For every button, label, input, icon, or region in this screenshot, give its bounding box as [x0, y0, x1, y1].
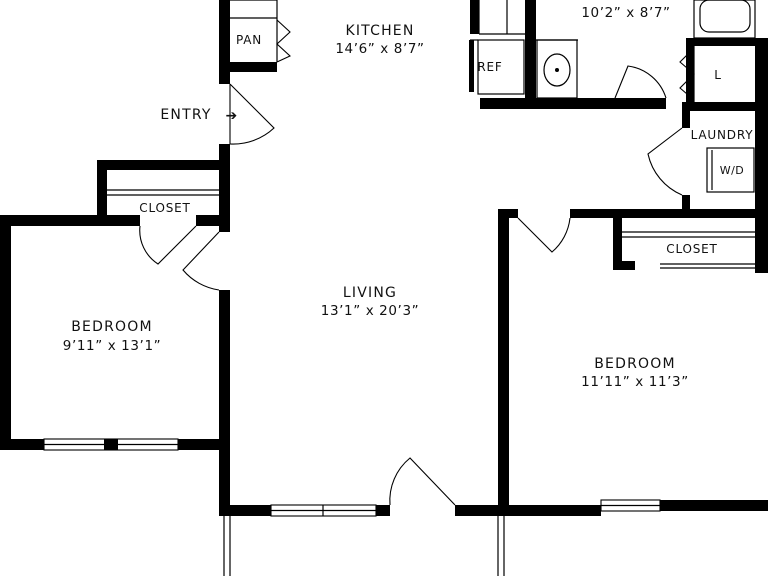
bath-door-swing [614, 65, 667, 99]
washer-dryer-label: W/D [720, 164, 745, 177]
wall-closet-right-left [613, 213, 622, 270]
closet-left-door-swing [139, 225, 197, 265]
bedroom-right-label: BEDROOM [594, 356, 675, 372]
wall-linen-top [686, 38, 768, 46]
wall-closet-right-bottom [613, 261, 635, 270]
wall-bedroom-left-bottom-a [0, 439, 44, 450]
wall-closet-left-side [97, 160, 107, 226]
wall-laundry-right [755, 102, 768, 215]
entry-label: ENTRY [160, 107, 211, 123]
wall-bedroom-left-outer [0, 215, 11, 450]
laundry-door-swing [647, 127, 683, 196]
laundry-label: LAUNDRY [691, 128, 754, 142]
wall-bedroom-right-left [498, 209, 509, 511]
refrigerator-label: REF [477, 60, 502, 74]
washer-dryer [706, 147, 755, 193]
bedroom-left-label: BEDROOM [71, 319, 152, 335]
wall-bath-door-jamb [603, 98, 615, 109]
kitchen-dims: 14’6” x 8’7” [335, 41, 424, 57]
wall-living-left-upper [219, 160, 230, 232]
wall-bedroom-left-bottom-b [178, 439, 230, 450]
wall-laundry-left-bottom [682, 195, 690, 215]
wall-closet-right-right [755, 213, 768, 273]
wall-bath-left [525, 0, 536, 109]
wall-kitchen-right-top [470, 0, 479, 34]
closet-right-label: CLOSET [666, 242, 717, 256]
labels: KITCHEN 14’6” x 8’7” 10’2” x 8’7” LIVING… [63, 5, 754, 390]
walls [0, 0, 768, 516]
wall-entry-lower [219, 144, 230, 164]
wall-closet-left-top [97, 160, 230, 170]
wall-bedroom-left-top [0, 215, 140, 226]
ref-wall-stub [469, 40, 474, 92]
wall-entry-upper [219, 0, 230, 84]
bath-dims: 10’2” x 8’7” [581, 5, 670, 21]
patio-door-swing [389, 457, 456, 506]
wall-pantry-bottom [219, 62, 277, 72]
refrigerator [477, 39, 525, 95]
bathtub [693, 0, 756, 39]
bedroom-right-door-swing [517, 217, 571, 253]
wall-living-bottom-c [455, 505, 601, 516]
pantry-label: PAN [236, 33, 262, 47]
sink-drain [555, 68, 559, 72]
wall-living-bottom-b [376, 505, 390, 516]
wall-laundry-top [682, 102, 768, 111]
pantry-bifold-door [276, 19, 291, 63]
wall-bedroom-right-top-a [498, 209, 518, 218]
closet-left-label: CLOSET [139, 201, 190, 215]
wall-outer-right [755, 38, 768, 118]
entry-door-swing [229, 83, 275, 145]
sink-icon [543, 53, 571, 87]
entry-arrow-icon: ➔ [226, 108, 239, 124]
wall-laundry-left-top [682, 102, 690, 128]
wall-bedroom-right-bottom [660, 500, 768, 511]
doors [139, 65, 683, 506]
living-label: LIVING [343, 285, 397, 301]
kitchen-label: KITCHEN [345, 23, 414, 39]
wall-bath-bottom [480, 98, 666, 109]
wall-bedroom-left-top-right [196, 215, 230, 226]
wall-bedroom-right-top-b [570, 209, 768, 218]
window-bedroom-left-post [104, 439, 118, 450]
wall-living-bottom-a [219, 505, 271, 516]
bedroom-left-dims: 9’11” x 13’1” [63, 338, 161, 354]
bedroom-right-dims: 11’11” x 11’3” [581, 374, 689, 390]
windows [43, 438, 661, 517]
linen-label: L [714, 68, 722, 82]
living-dims: 13’1” x 20’3” [321, 303, 419, 319]
wall-living-left-lower [219, 290, 230, 516]
fixtures [107, 0, 756, 576]
linen-bifold-door [679, 47, 695, 101]
bedroom-left-door-swing [182, 231, 220, 291]
bathtub-basin [699, 0, 751, 33]
